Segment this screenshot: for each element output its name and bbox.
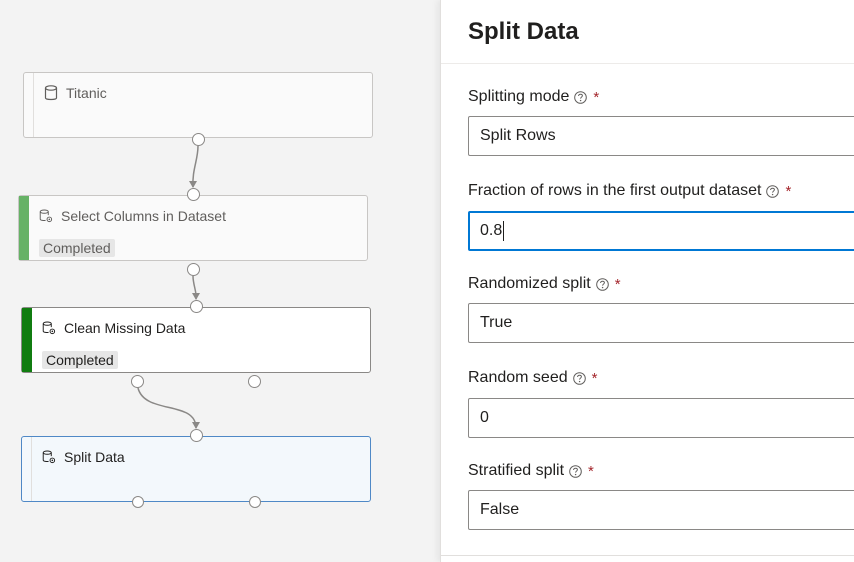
dataset-icon — [44, 85, 58, 101]
output-port-split-data-1[interactable] — [132, 496, 144, 508]
help-icon[interactable] — [595, 277, 609, 291]
edge-titanic-to-select-columns — [192, 145, 199, 188]
field-label-text: Random seed — [468, 369, 568, 386]
panel-title: Split Data — [468, 18, 579, 45]
required-indicator: * — [593, 88, 600, 106]
node-clean-missing-data[interactable]: Clean Missing Data Completed — [21, 307, 371, 373]
random-seed-input[interactable]: 0 — [468, 398, 854, 438]
status-badge: Completed — [42, 351, 118, 369]
help-icon[interactable] — [766, 184, 780, 198]
divider — [441, 555, 854, 556]
node-status-bar — [24, 73, 34, 137]
splitting-mode-select[interactable]: Split Rows — [468, 116, 854, 156]
required-indicator: * — [588, 462, 594, 480]
pipeline-canvas[interactable]: Titanic Select Columns in Dataset Comple… — [0, 0, 440, 562]
pipeline-edges — [137, 145, 200, 429]
input-port-split-data[interactable] — [190, 429, 203, 442]
output-port-titanic[interactable] — [192, 133, 205, 146]
field-label-stratified-split: Stratified split * — [468, 462, 594, 480]
node-header: Split Data — [42, 449, 125, 465]
output-port-select-columns[interactable] — [187, 263, 200, 276]
required-indicator: * — [785, 182, 792, 200]
input-port-clean-missing[interactable] — [190, 300, 203, 313]
field-label-text: Fraction of rows in the first output dat… — [468, 182, 762, 199]
input-port-select-columns[interactable] — [187, 188, 200, 201]
edge-clean-missing-to-split-data — [137, 387, 197, 429]
field-label-text: Stratified split — [468, 462, 565, 479]
field-label-text: Splitting mode — [468, 88, 570, 105]
fraction-input[interactable]: 0.8 — [468, 211, 854, 251]
required-indicator: * — [614, 275, 621, 293]
node-select-columns-in-dataset[interactable]: Select Columns in Dataset Completed — [18, 195, 368, 261]
node-titanic[interactable]: Titanic — [23, 72, 373, 138]
node-status-bar — [22, 437, 32, 501]
properties-panel: Split Data Splitting mode * Split Rows F… — [440, 0, 854, 562]
node-title: Clean Missing Data — [64, 320, 186, 336]
module-icon — [39, 209, 53, 223]
node-title: Select Columns in Dataset — [61, 208, 226, 224]
field-label-randomized-split: Randomized split * — [468, 275, 621, 293]
text-caret — [503, 221, 505, 241]
output-port-clean-missing-1[interactable] — [131, 375, 144, 388]
output-port-split-data-2[interactable] — [249, 496, 261, 508]
node-header: Clean Missing Data — [42, 320, 185, 336]
divider — [441, 63, 854, 64]
node-title: Titanic — [66, 85, 107, 101]
required-indicator: * — [591, 369, 598, 387]
field-label-random-seed: Random seed * — [468, 369, 597, 387]
help-icon[interactable] — [569, 464, 582, 478]
output-port-clean-missing-2[interactable] — [248, 375, 261, 388]
help-icon[interactable] — [572, 371, 586, 385]
stratified-split-select[interactable]: False — [468, 490, 854, 530]
field-value: False — [480, 501, 520, 518]
edge-arrow-3 — [192, 422, 200, 429]
randomized-split-select[interactable]: True — [468, 303, 854, 343]
edge-arrow-2 — [192, 293, 200, 300]
node-header: Select Columns in Dataset — [39, 208, 226, 224]
node-header: Titanic — [44, 85, 107, 101]
node-status-bar — [22, 308, 32, 372]
field-value: Split Rows — [480, 127, 556, 144]
module-icon — [42, 321, 56, 335]
field-label-fraction: Fraction of rows in the first output dat… — [468, 182, 791, 200]
field-value: 0 — [480, 409, 489, 426]
field-value: True — [480, 314, 513, 331]
field-label-text: Randomized split — [468, 275, 591, 292]
help-icon[interactable] — [574, 90, 588, 104]
module-icon — [42, 450, 56, 464]
status-badge: Completed — [39, 239, 115, 257]
node-split-data[interactable]: Split Data — [21, 436, 371, 502]
edge-arrow-1 — [189, 181, 197, 188]
node-title: Split Data — [64, 449, 125, 465]
field-label-splitting-mode: Splitting mode * — [468, 88, 599, 106]
field-value: 0.8 — [480, 222, 503, 239]
node-status-bar — [19, 196, 29, 260]
